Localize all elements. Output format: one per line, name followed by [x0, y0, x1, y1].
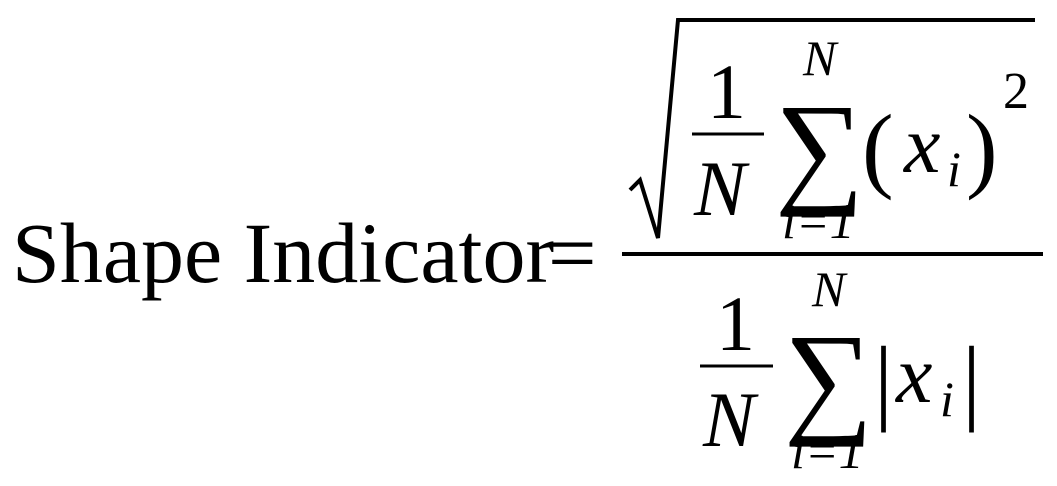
numerator-sum-symbol: ∑ [775, 80, 864, 218]
numerator-sum-upper: N [802, 30, 839, 86]
denominator-abs-close: | [962, 327, 981, 433]
denominator-abs-open: | [874, 327, 893, 433]
denominator-sum-symbol: ∑ [784, 310, 873, 448]
numerator-exponent: 2 [1003, 63, 1029, 120]
square-root-sign [628, 18, 1035, 239]
numerator-open-paren: ( [862, 95, 894, 201]
denominator-fraction-n: N [702, 376, 759, 463]
numerator-close-paren: ) [966, 95, 998, 201]
numerator-sum-lower: i=1 [782, 193, 855, 249]
numerator-subscript-i: i [947, 141, 961, 197]
denominator-sum-lower: i=1 [791, 423, 864, 479]
denominator-fraction-one: 1 [716, 280, 755, 367]
numerator-fraction-one: 1 [707, 48, 746, 135]
denominator-variable-x: x [895, 329, 932, 420]
formula-lhs-label: Shape Indicator [12, 205, 554, 301]
equals-sign: = [548, 205, 597, 301]
numerator-variable-x: x [903, 99, 940, 190]
denominator-subscript-i: i [940, 371, 954, 427]
numerator-fraction-n: N [693, 145, 750, 232]
denominator-sum-upper: N [811, 261, 848, 317]
